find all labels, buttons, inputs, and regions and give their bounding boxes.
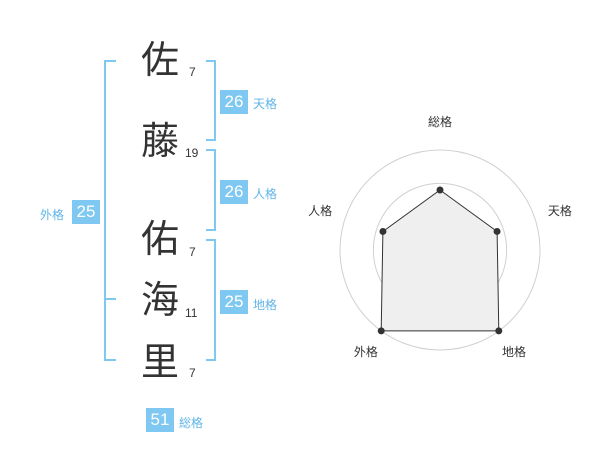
- radar-point: [377, 327, 385, 335]
- tenkaku-label: 天格: [253, 97, 278, 111]
- stroke-count-3: 7: [189, 245, 196, 259]
- chikaku-value: 25: [220, 290, 248, 314]
- tenkaku-bracket: [206, 60, 216, 141]
- name-char-3: 佑: [141, 217, 180, 261]
- chikaku-bracket: [206, 239, 216, 361]
- radar-axis-label: 地格: [502, 344, 526, 359]
- radar-area: [380, 189, 500, 332]
- soukaku-value: 51: [146, 408, 174, 432]
- radar-point: [379, 227, 387, 235]
- gaikaku-value: 25: [72, 200, 100, 224]
- radar-point: [495, 327, 503, 335]
- stroke-count-1: 7: [189, 65, 196, 79]
- gaikaku-bracket: [104, 60, 116, 361]
- radar-points: [377, 186, 503, 335]
- name-char-1: 佐: [141, 38, 180, 82]
- radar-point: [493, 227, 501, 235]
- name-char-2: 藤: [141, 119, 180, 163]
- stroke-count-2: 19: [185, 146, 199, 160]
- jinkaku-value: 26: [220, 180, 248, 204]
- radar-ring: [339, 149, 541, 351]
- radar-point: [436, 186, 444, 194]
- radar-axis-label: 外格: [354, 344, 378, 359]
- gaikaku-label: 外格: [40, 208, 65, 222]
- chikaku-label: 地格: [253, 298, 278, 312]
- stroke-count-4: 11: [185, 306, 198, 320]
- name-char-4: 海: [141, 278, 180, 322]
- jinkaku-label: 人格: [253, 187, 278, 201]
- jinkaku-bracket: [206, 149, 216, 231]
- stroke-count-5: 7: [189, 366, 196, 380]
- soukaku-label: 総格: [179, 416, 204, 430]
- gaikaku-bracket-tick: [104, 298, 116, 300]
- name-char-5: 里: [141, 340, 180, 384]
- radar-axis-label: 天格: [548, 203, 572, 218]
- radar-axis-label: 総格: [428, 114, 452, 129]
- radar-axis-label: 人格: [308, 203, 332, 218]
- tenkaku-value: 26: [220, 90, 248, 114]
